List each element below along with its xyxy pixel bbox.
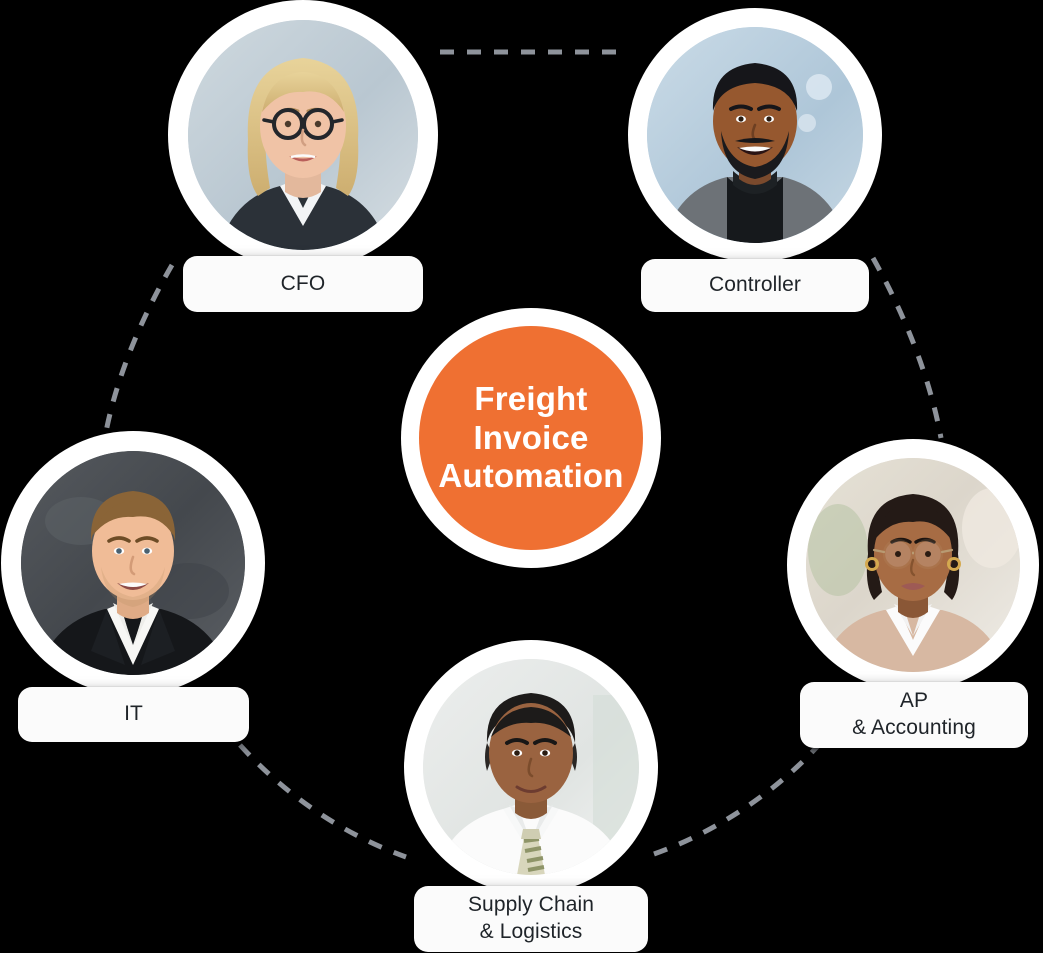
avatar-ring-controller xyxy=(628,8,882,262)
avatar-ring-cfo xyxy=(168,0,438,270)
label-supply-chain-text: Supply Chain & Logistics xyxy=(467,893,595,943)
label-it[interactable]: IT xyxy=(18,687,249,742)
connector-cfo-it xyxy=(103,263,175,433)
avatar-supply-chain xyxy=(423,659,639,875)
label-controller[interactable]: Controller xyxy=(641,259,869,312)
label-supply-chain[interactable]: Supply Chain & Logistics xyxy=(414,886,648,952)
connector-it-supplychain xyxy=(238,743,407,860)
avatar-ring-it xyxy=(1,431,265,695)
hub-freight-invoice-automation[interactable]: Freight Invoice Automation xyxy=(401,308,661,568)
hub-title: Freight Invoice Automation xyxy=(438,380,624,495)
label-ap-accounting-text: AP & Accounting xyxy=(852,689,976,739)
label-ap-accounting[interactable]: AP & Accounting xyxy=(800,682,1028,748)
avatar-ring-ap xyxy=(787,439,1039,691)
connector-controller-ap xyxy=(870,256,944,439)
avatar-ap-accounting xyxy=(806,458,1020,672)
avatar-ring-supply-chain xyxy=(404,640,658,894)
avatar-cfo xyxy=(188,20,418,250)
avatar-controller xyxy=(647,27,863,243)
label-cfo[interactable]: CFO xyxy=(183,256,423,312)
label-it-text: IT xyxy=(124,702,143,726)
avatar-it xyxy=(21,451,245,675)
hub-inner-circle: Freight Invoice Automation xyxy=(419,326,643,550)
connector-supplychain-ap xyxy=(653,737,826,857)
label-cfo-text: CFO xyxy=(280,271,326,295)
label-controller-text: Controller xyxy=(708,273,802,297)
